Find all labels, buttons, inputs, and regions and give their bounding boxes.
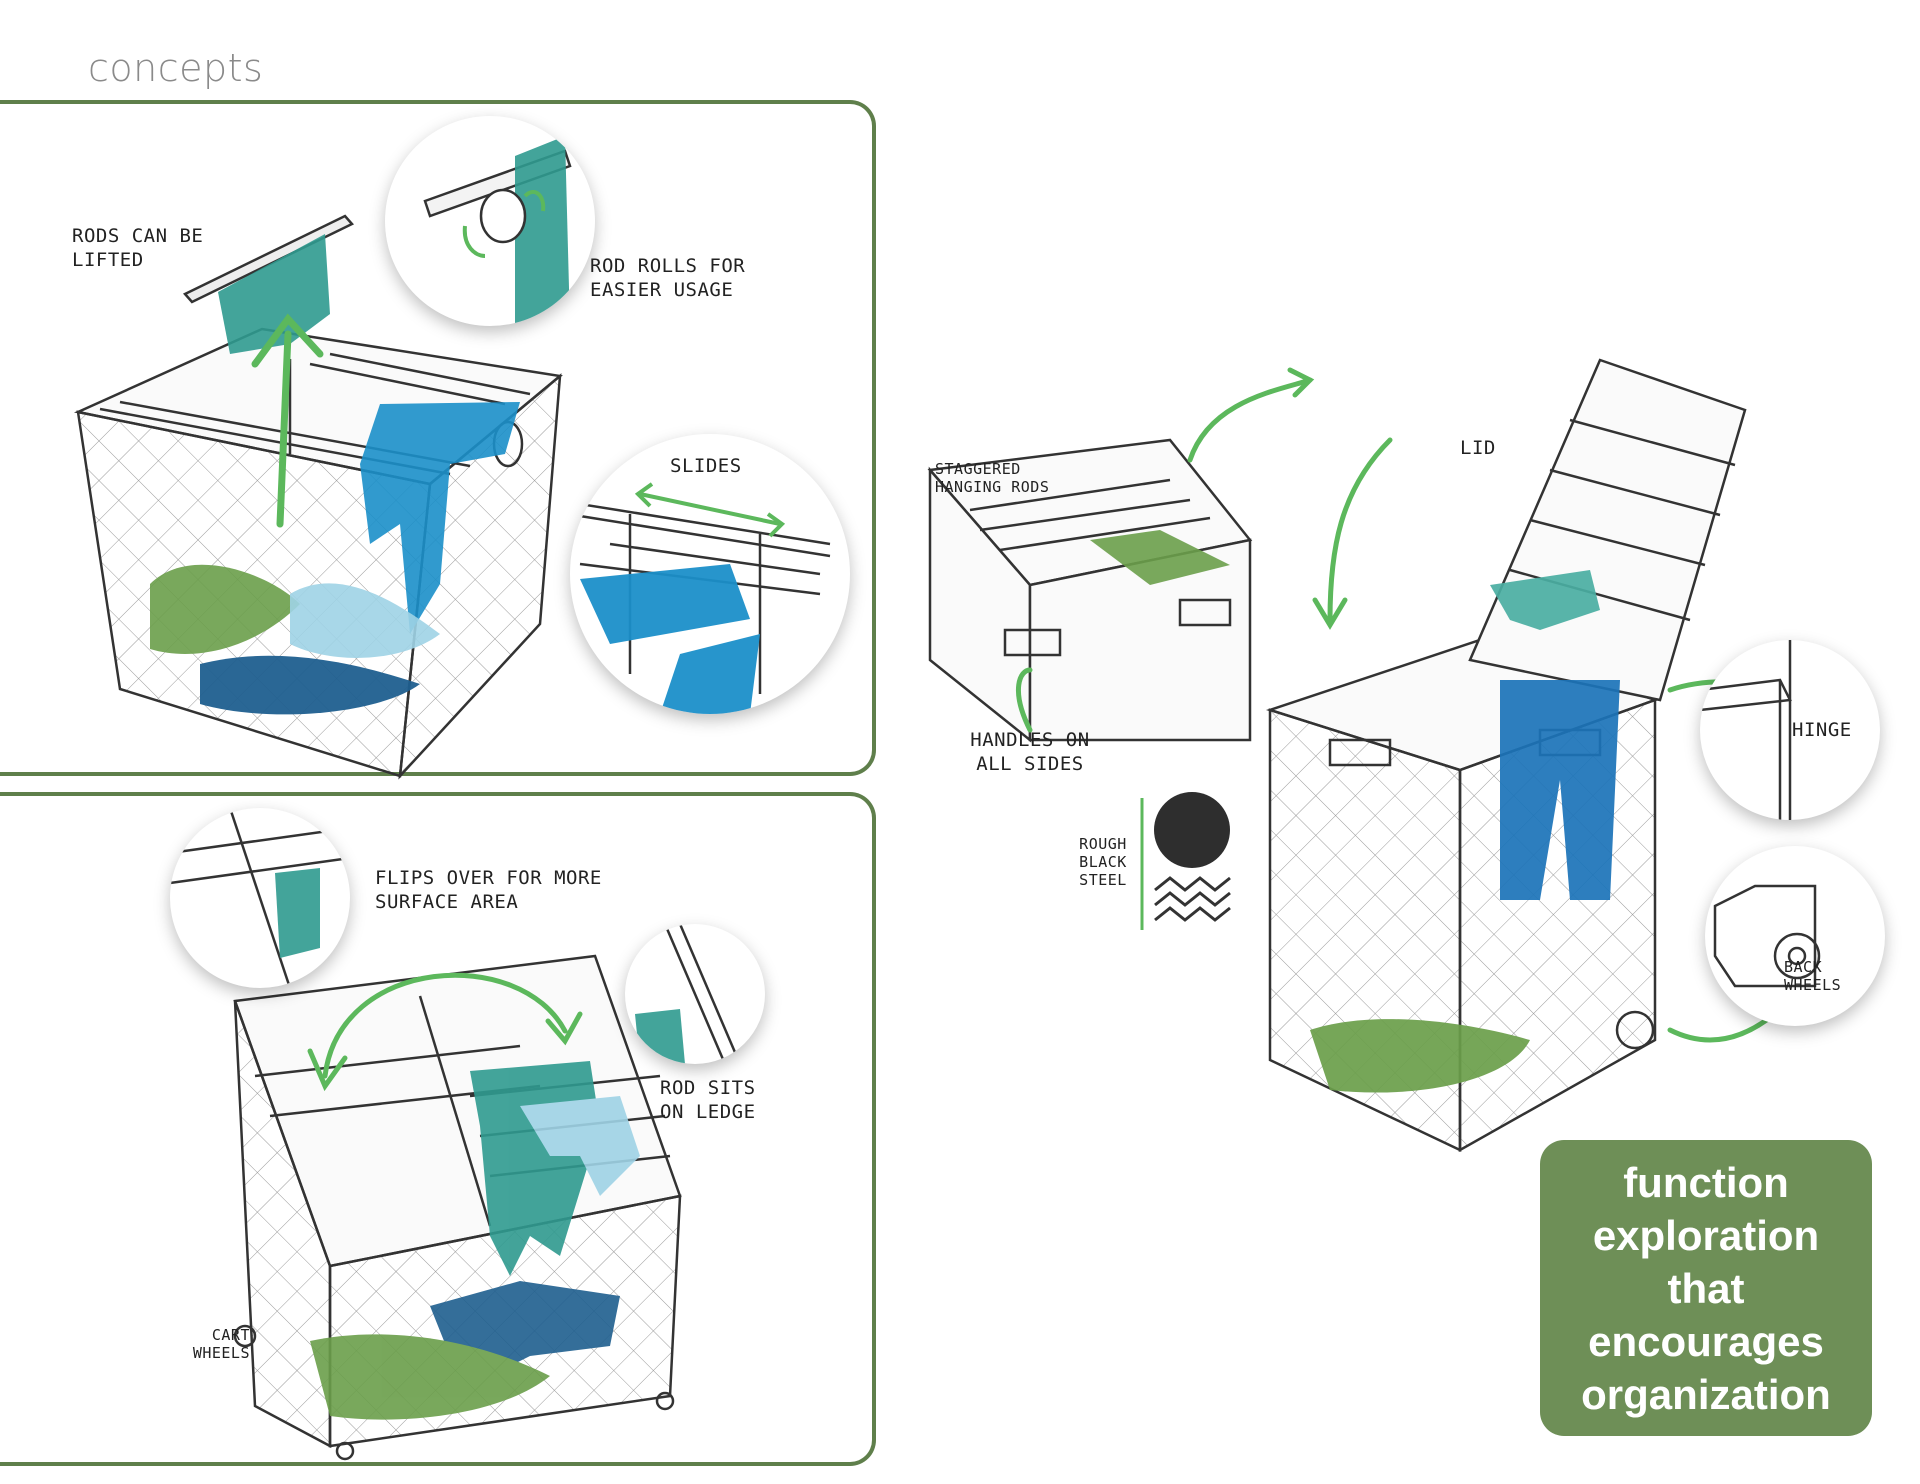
wheel-detail — [1713, 884, 1821, 988]
material-swatches — [1140, 792, 1231, 930]
right-hamper-sketch — [927, 358, 1796, 1153]
label-back-wheels: Back wheels — [1784, 958, 1842, 994]
lifted-rod — [182, 214, 355, 354]
top-hamper-sketch — [73, 214, 563, 780]
label-rod-sits: Rod sits on ledge — [660, 1077, 756, 1123]
top-clothes — [150, 402, 520, 715]
concept-panel-top: Rods can be lifted Rod rolls for easier … — [0, 100, 876, 780]
label-lid: Lid — [1460, 437, 1496, 459]
rod-roll-detail — [423, 136, 572, 326]
label-slides: Slides — [670, 455, 742, 477]
flip-detail — [170, 808, 350, 988]
bottom-cart-sketch — [233, 954, 682, 1461]
callout-slides — [570, 434, 850, 714]
steel-swatch-icon — [1154, 792, 1230, 868]
callout-back-wheels — [1705, 846, 1885, 1026]
green-arrow-icon — [251, 313, 324, 528]
label-material: Rough black steel — [1079, 835, 1127, 889]
hinge-detail — [1700, 640, 1792, 820]
callout-flip-detail — [170, 808, 350, 988]
callout-hinge — [1700, 640, 1880, 820]
mesh-swatch-icon — [1154, 876, 1231, 922]
page-title: concepts — [88, 46, 264, 90]
label-hinge: Hinge — [1792, 719, 1852, 741]
summary-box: function exploration that encourages org… — [1540, 1140, 1872, 1436]
slides-detail — [579, 482, 831, 714]
label-handles: Handles on all sides — [970, 729, 1090, 775]
callout-ledge-detail — [625, 924, 765, 1064]
callout-rod-rolls — [385, 116, 595, 326]
label-rods-lifted: Rods can be lifted — [72, 225, 204, 271]
summary-text: function exploration that encourages org… — [1581, 1158, 1831, 1418]
label-staggered-rods: Staggered hanging rods — [935, 460, 1050, 496]
label-flips-over: Flips over for more surface area — [375, 867, 602, 913]
label-rod-rolls: Rod rolls for easier usage — [590, 255, 746, 301]
green-arrow-icon — [307, 972, 583, 1092]
concept-panel-bottom: Flips over for more surface area Rod sit… — [0, 792, 876, 1466]
label-cart-wheels: Cart wheels — [192, 1326, 250, 1362]
ledge-detail — [635, 924, 742, 1064]
